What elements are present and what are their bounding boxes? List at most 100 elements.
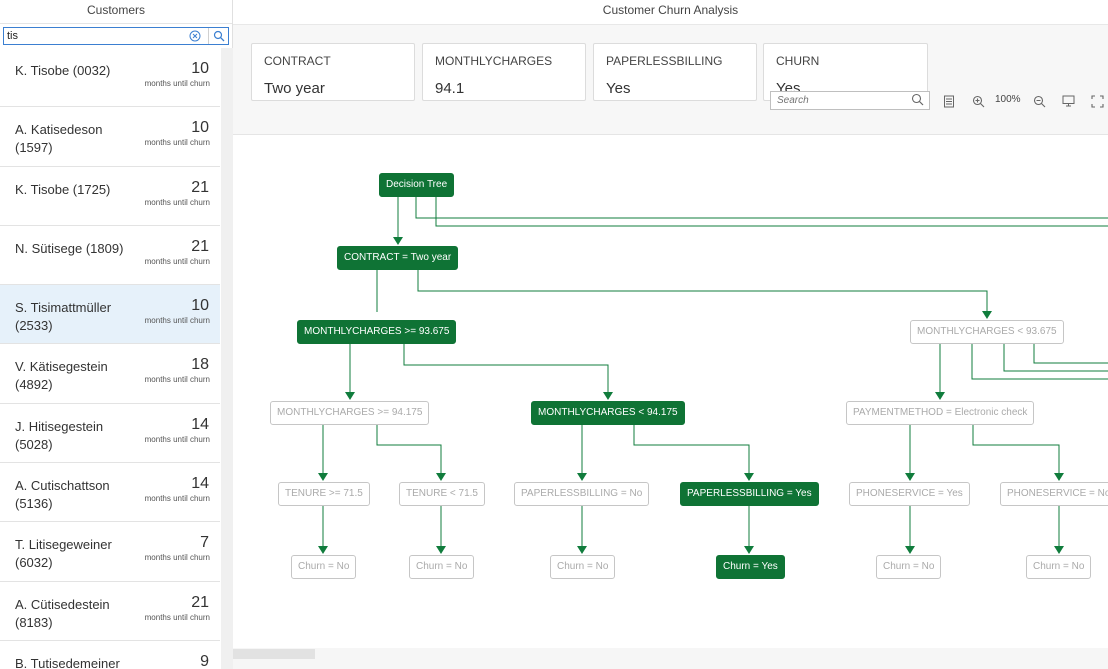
tree-node-contract[interactable]: CONTRACT = Two year	[337, 246, 459, 270]
tree-edge-arrow	[436, 546, 446, 554]
tree-node-root[interactable]: Decision Tree	[379, 173, 455, 197]
tree-edge	[1033, 344, 1108, 364]
tree-node-phoneservice-no[interactable]: PHONESERVICE = No	[1000, 482, 1108, 506]
months-until-churn-label: months until churn	[144, 434, 210, 444]
tree-node-monthlycharges-ge-93675[interactable]: MONTHLYCHARGES >= 93.675	[297, 320, 457, 344]
months-until-churn-label: months until churn	[144, 553, 210, 563]
customer-name: V. Kätisegestein (4892)	[15, 359, 108, 393]
analysis-title: Customer Churn Analysis	[233, 0, 1108, 24]
tree-edge	[435, 197, 1108, 227]
tree-edge-arrow	[577, 473, 587, 481]
zoom-level-text: 100%	[995, 94, 1021, 105]
zoom-out-icon[interactable]	[1031, 93, 1047, 109]
customer-search-box[interactable]	[3, 27, 229, 45]
tree-edge-arrow	[744, 546, 754, 554]
fullscreen-icon[interactable]	[1089, 93, 1105, 109]
months-until-churn-value: 10	[191, 119, 209, 137]
tree-leaf-churn-yes[interactable]: Churn = Yes	[716, 555, 785, 579]
tree-leaf-churn-no[interactable]: Churn = No	[1026, 555, 1092, 579]
customer-name: B. Tutisedemeiner (9776)	[15, 655, 120, 669]
tree-leaf-churn-no[interactable]: Churn = No	[291, 555, 357, 579]
tree-leaf-churn-no[interactable]: Churn = No	[409, 555, 475, 579]
tree-node-phoneservice-yes[interactable]: PHONESERVICE = Yes	[849, 482, 970, 506]
tree-edge	[633, 425, 750, 474]
customer-panel-title: Customers	[0, 0, 232, 24]
tree-node-paperless-no[interactable]: PAPERLESSBILLING = No	[514, 482, 650, 506]
months-until-churn-value: 9	[200, 652, 209, 669]
tree-edge	[403, 344, 609, 393]
tree-search-box[interactable]	[770, 91, 930, 110]
tree-node-tenure-ge[interactable]: TENURE >= 71.5	[278, 482, 370, 506]
tree-edge-arrow	[1054, 546, 1064, 554]
tree-edge-arrow	[744, 473, 754, 481]
months-until-churn-value: 10	[191, 297, 209, 315]
tree-search-input[interactable]	[771, 92, 906, 109]
tree-node-paperless-yes[interactable]: PAPERLESSBILLING = Yes	[680, 482, 819, 506]
tree-edge-arrow	[905, 546, 915, 554]
customer-name: N. Sütisege (1809)	[15, 240, 124, 256]
tree-edge	[971, 344, 1108, 380]
months-until-churn-label: months until churn	[144, 375, 210, 385]
kpi-value: Two year	[264, 80, 325, 97]
customer-search-input[interactable]	[4, 28, 184, 44]
tree-edge-arrow	[393, 237, 403, 245]
customer-name: S. Tisimattmüller (2533)	[15, 300, 112, 334]
tree-edge-arrow	[436, 473, 446, 481]
kpi-card-paperlessbilling[interactable]: PAPERLESSBILLING Yes	[593, 43, 757, 101]
customer-name: K. Tisobe (0032)	[15, 63, 111, 78]
clear-search-icon[interactable]	[185, 28, 205, 44]
search-icon[interactable]	[208, 28, 228, 44]
customer-list-scrollbar[interactable]	[221, 48, 233, 669]
months-until-churn-value: 21	[191, 178, 209, 196]
tree-node-tenure-lt[interactable]: TENURE < 71.5	[399, 482, 485, 506]
decision-tree-canvas[interactable]: Decision Tree CONTRACT = Two year MONTHL…	[233, 136, 1108, 648]
kpi-card-monthlycharges[interactable]: MONTHLYCHARGES 94.1	[422, 43, 586, 101]
tree-edge-arrow	[935, 392, 945, 400]
months-until-churn-label: months until churn	[144, 256, 210, 266]
months-until-churn-value: 18	[191, 356, 209, 374]
tree-leaf-churn-no[interactable]: Churn = No	[550, 555, 616, 579]
customer-list-item[interactable]: B. Tutisedemeiner (9776)9months until ch…	[0, 641, 220, 669]
tree-node-monthlycharges-lt-93675[interactable]: MONTHLYCHARGES < 93.675	[910, 320, 1064, 344]
tree-node-monthlycharges-lt-94175[interactable]: MONTHLYCHARGES < 94.175	[531, 401, 685, 425]
tree-horizontal-scrollbar[interactable]	[233, 648, 1108, 669]
zoom-in-icon[interactable]	[970, 93, 986, 109]
customer-name: A. Katisedeson (1597)	[15, 122, 103, 156]
tree-node-paymentmethod[interactable]: PAYMENTMETHOD = Electronic check	[846, 401, 1035, 425]
kpi-value: 94.1	[435, 80, 465, 97]
tree-edge-arrow	[905, 473, 915, 481]
monitor-icon[interactable]	[1060, 93, 1076, 109]
tree-leaf-churn-no[interactable]: Churn = No	[876, 555, 942, 579]
tree-node-monthlycharges-ge-94175[interactable]: MONTHLYCHARGES >= 94.175	[270, 401, 430, 425]
tree-edge	[972, 425, 1060, 474]
tree-edge-arrow	[318, 546, 328, 554]
tree-edges	[318, 197, 1108, 554]
tree-scrollbar-thumb[interactable]	[233, 649, 315, 659]
months-until-churn-value: 10	[191, 60, 209, 77]
kpi-value: Yes	[606, 80, 631, 97]
tree-edge-arrow	[577, 546, 587, 554]
kpi-card-contract[interactable]: CONTRACT Two year	[251, 43, 415, 101]
months-until-churn-label: months until churn	[144, 316, 210, 326]
months-until-churn-label: months until churn	[144, 494, 210, 504]
search-icon[interactable]	[911, 93, 924, 111]
tree-edge-arrow	[345, 392, 355, 400]
months-until-churn-value: 14	[191, 415, 209, 433]
customer-name: A. Cutischattson (5136)	[15, 478, 110, 512]
months-until-churn-label: months until churn	[144, 612, 210, 622]
kpi-label: CHURN	[776, 54, 820, 68]
legend-icon[interactable]	[941, 93, 957, 109]
